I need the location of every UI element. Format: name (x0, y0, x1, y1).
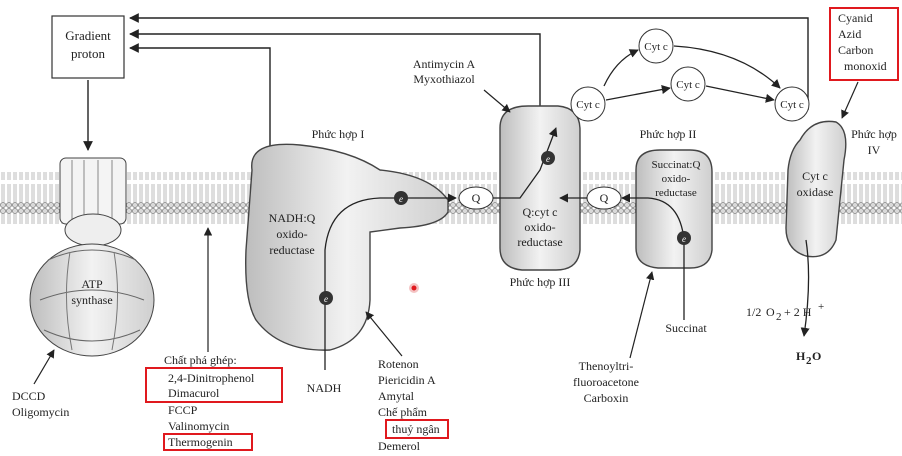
complex-iv-body-2: oxidase (797, 185, 834, 199)
complex-ii-body-2: oxido- (662, 173, 691, 185)
complex-iii-title: Phức hợp III (510, 275, 571, 289)
nadh-label: NADH (307, 381, 342, 395)
inhib-iv-3: Carbon (838, 43, 873, 57)
uncouplers-title: Chất phá ghép: (164, 353, 237, 367)
complex-i-body-2: oxido- (276, 227, 307, 241)
highlight-box-thuy-ngan (385, 419, 449, 439)
reaction-plus: + 2 H (784, 305, 812, 319)
cyt-c-4: Cyt c (780, 99, 804, 111)
highlight-box-uncouplers (145, 367, 283, 403)
complex-i-title: Phức hợp I (312, 127, 365, 141)
inhibitors-complex-iii: Antimycin A Myxothiazol (413, 57, 511, 113)
water-o: O (812, 349, 821, 363)
inhib-ii-2: fluoroacetone (573, 375, 639, 389)
gradient-line-1: Gradient (65, 28, 111, 43)
cyt-c-3: Cyt c (576, 99, 600, 111)
complex-i-body-3: reductase (269, 243, 314, 257)
uncouplers: Chất phá ghép: 2,4-Dinitrophenol Dimacur… (145, 227, 283, 451)
complex-iv-title-2: IV (868, 143, 881, 157)
water-h: H (796, 349, 806, 363)
complex-ii-body-3: reductase (655, 187, 697, 199)
complex-iv-body-1: Cyt c (802, 169, 828, 183)
cyt-c-2: Cyt c (676, 79, 700, 91)
inhib-i-1: Rotenon (378, 357, 419, 371)
inhib-i-4: Chế phẩm (378, 405, 428, 419)
complex-iii-body-3: reductase (517, 235, 562, 249)
reaction-o2-sub: 2 (776, 311, 782, 323)
cytochrome-c-shuttle: Cyt c Cyt c Cyt c Cyt c (570, 28, 810, 122)
electron-3: e (546, 154, 550, 164)
gradient-line-2: proton (71, 46, 105, 61)
inhib-iii-1: Antimycin A (413, 57, 476, 71)
reaction-plus-sup: + (818, 301, 824, 313)
atp-label-1: ATP (81, 277, 103, 291)
reaction-half: 1/2 (746, 305, 761, 319)
inhib-atp-1: DCCD (12, 389, 46, 403)
inhibitors-complex-iv: Cyanid Azid Carbon monoxid (829, 7, 899, 119)
uncoupler-1: 2,4-Dinitrophenol (168, 371, 255, 385)
complex-i: Phức hợp I NADH:Q oxido- reductase NADH (245, 127, 449, 395)
inhib-iv-4: monoxid (844, 59, 887, 73)
inhib-ii-1: Thenoyltri- (579, 359, 634, 373)
complex-iii-body-2: oxido- (524, 220, 555, 234)
proton-return-arrows (83, 13, 809, 151)
cyt-c-1: Cyt c (644, 41, 668, 53)
uncoupler-3: FCCP (168, 403, 198, 417)
highlight-box-thermogenin (163, 433, 253, 451)
atp-label-2: synthase (71, 293, 112, 307)
uncoupler-5: Thermogenin (168, 435, 233, 449)
complex-ii-title: Phức hợp II (640, 127, 697, 141)
water-sub: 2 (806, 355, 812, 367)
inhib-iv-2: Azid (838, 27, 861, 41)
inhib-i-2: Piericidin A (378, 373, 436, 387)
complex-ii: Phức hợp II Succinat:Q oxido- reductase … (635, 127, 713, 335)
electron-1: e (399, 194, 403, 204)
inhibitors-complex-ii: Thenoyltri- fluoroacetone Carboxin (573, 271, 655, 405)
ubiquinone-pool: Q Q (458, 186, 622, 210)
inhib-i-5: thuỷ ngân (392, 422, 440, 436)
complex-iv: Phức hợp IV Cyt c oxidase (785, 120, 897, 258)
electron-tokens: e e e e (319, 151, 691, 305)
inhib-atp-2: Oligomycin (12, 405, 69, 419)
uncoupler-4: Valinomycin (168, 419, 229, 433)
complex-iii-body-1: Q:cyt c (523, 205, 558, 219)
complex-ii-body-1: Succinat:Q (652, 159, 701, 171)
q-label-2: Q (600, 191, 609, 205)
inhibitors-complex-i: Rotenon Piericidin A Amytal Chế phẩm thu… (365, 311, 449, 453)
inhib-iii-2: Myxothiazol (413, 72, 475, 86)
inhib-i-6: Demerol (378, 439, 421, 453)
inhibitors-atp-synthase: DCCD Oligomycin (12, 349, 69, 419)
complex-i-body-1: NADH:Q (269, 211, 316, 225)
gradient-proton-box: Gradient proton (51, 15, 125, 79)
uncoupler-2: Dimacurol (168, 386, 220, 400)
complex-iii: Q:cyt c oxido- reductase Phức hợp III (499, 105, 581, 289)
electron-2: e (324, 294, 328, 304)
inhib-ii-3: Carboxin (584, 391, 629, 405)
complex-iv-title-1: Phức hợp (851, 127, 897, 141)
succinat-label: Succinat (665, 321, 707, 335)
q-label-1: Q (472, 191, 481, 205)
electron-4: e (682, 234, 686, 244)
oxygen-reaction: 1/2 O 2 + 2 H + H 2 O (746, 301, 824, 367)
reaction-o2: O (766, 305, 775, 319)
cursor-dot (409, 283, 419, 293)
highlight-box-iv (829, 7, 899, 81)
atp-synthase: ATP synthase (29, 157, 155, 357)
inhib-i-3: Amytal (378, 389, 415, 403)
inhib-iv-1: Cyanid (838, 11, 873, 25)
